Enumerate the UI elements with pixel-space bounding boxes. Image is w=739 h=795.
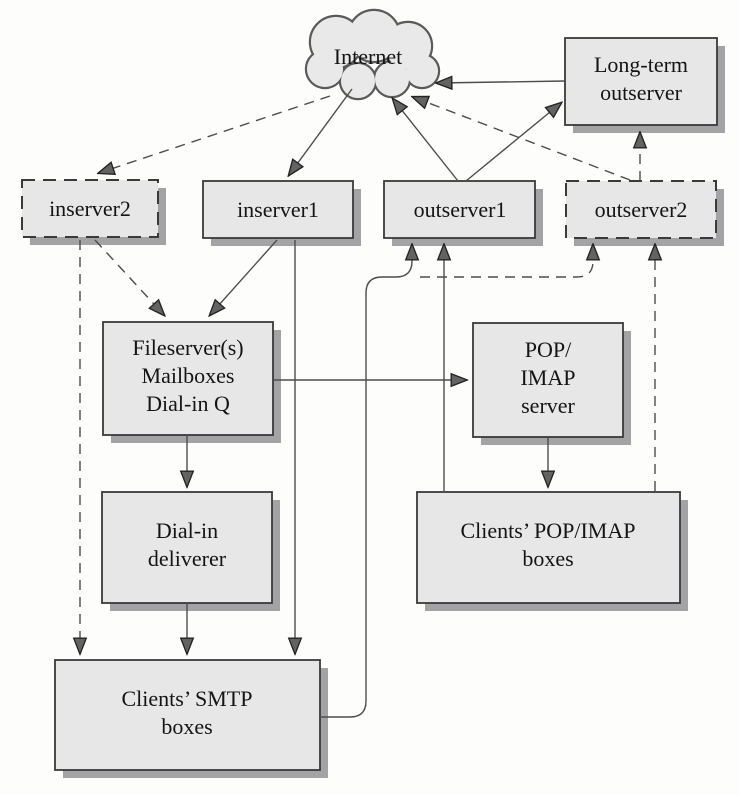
edge-clients-smtp-boxes-to-outserver1 (320, 245, 412, 718)
node-label: outserver (600, 80, 683, 105)
node-clients-pop-imap-boxes: Clients’ POP/IMAP boxes (416, 491, 688, 611)
node-label: inserver2 (49, 196, 131, 221)
node-clients-smtp-boxes: Clients’ SMTP boxes (54, 659, 328, 778)
node-inserver2: inserver2 (21, 179, 166, 245)
cloud-shape (304, 8, 441, 101)
node-label: Clients’ POP/IMAP (460, 518, 635, 543)
node-outserver1: outserver1 (383, 180, 543, 246)
node-label: outserver1 (414, 197, 507, 222)
edge-outserver1-to-long-term-outserver (465, 103, 561, 182)
node-label: boxes (522, 546, 573, 571)
node-internet: Internet (304, 8, 441, 101)
node-label: Clients’ SMTP (121, 686, 252, 711)
node-label-internet: Internet (334, 44, 402, 69)
edges (80, 81, 655, 718)
node-long-term-outserver: Long-term outserver (564, 37, 725, 133)
node-label: boxes (161, 714, 212, 739)
edge-outserver1-to-internet (393, 99, 459, 182)
node-label: Fileserver(s) (132, 335, 243, 360)
node-outserver2: outserver2 (565, 180, 724, 246)
node-inserver1: inserver1 (202, 180, 361, 246)
node-fileserver: Fileserver(s) Mailboxes Dial-in Q (102, 321, 281, 443)
edge-inserver2-to-fileserver (94, 239, 164, 315)
node-label: inserver1 (237, 197, 319, 222)
node-pop-imap-server: POP/ IMAP server (472, 322, 631, 445)
node-label: outserver2 (595, 197, 688, 222)
edge-clients-smtp-boxes-to-outserver2 (420, 245, 593, 278)
edge-long-term-outserver-to-internet (437, 81, 566, 83)
node-label: Long-term (594, 52, 688, 77)
node-dialin-deliverer: Dial-in deliverer (101, 491, 280, 611)
node-label: deliverer (148, 546, 227, 571)
node-label: POP/ (525, 337, 572, 362)
edge-inserver1-to-fileserver (210, 239, 278, 315)
node-label: server (521, 393, 575, 418)
edge-internet-to-inserver2 (99, 95, 331, 173)
node-label: Dial-in (156, 518, 218, 543)
edge-internet-to-inserver1 (289, 88, 353, 175)
edge-outserver2-to-internet (413, 97, 631, 181)
node-label: IMAP (520, 365, 575, 390)
node-label: Mailboxes (142, 363, 235, 388)
node-label: Dial-in Q (146, 391, 230, 416)
